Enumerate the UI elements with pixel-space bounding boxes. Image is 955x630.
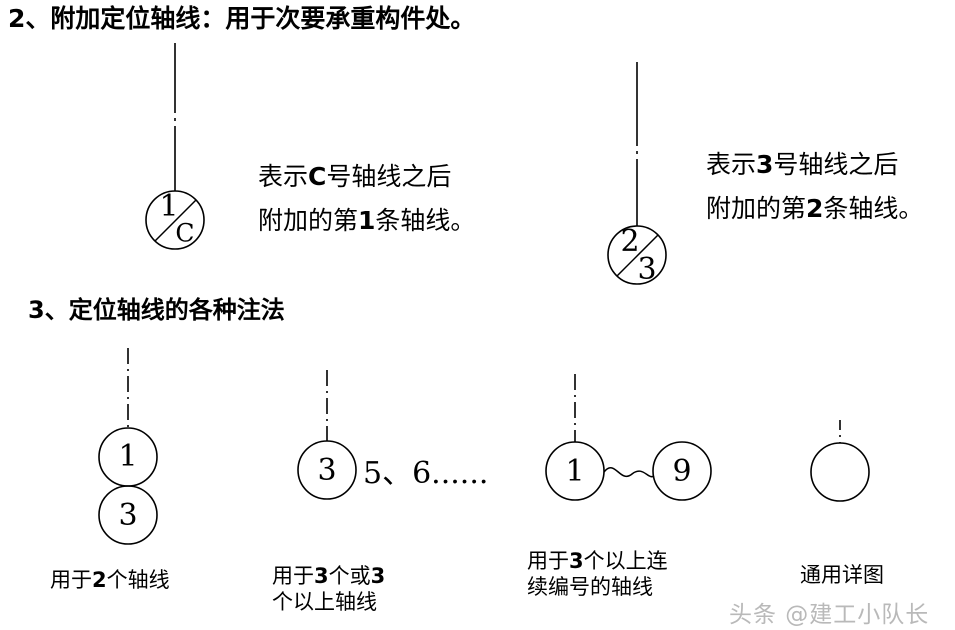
axis-circle-divider <box>616 234 659 277</box>
axis-circle <box>145 190 205 250</box>
note-emphasis: 1 <box>358 206 376 235</box>
axis-range-connector <box>603 467 655 478</box>
caption-text: 用于 <box>527 549 569 573</box>
axis-circle-lower-number: 3 <box>118 498 137 533</box>
note-text: 表示 <box>706 150 757 179</box>
axis-circle-number: 3 <box>317 453 336 488</box>
axis-circle-divider <box>154 199 197 242</box>
axis-circle-upper-number: 1 <box>118 439 137 474</box>
caption-text: 用于 <box>272 564 314 588</box>
axis-circle-end <box>652 441 712 501</box>
note-text: 表示 <box>258 162 309 191</box>
watermark-text: 头条 @建工小队长 <box>729 602 930 628</box>
caption-emphasis-2: 3 <box>370 564 386 588</box>
section-3-heading: 3、定位轴线的各种注法 <box>28 296 285 324</box>
note-text: 附加的第 <box>258 206 359 235</box>
axis-sequence-text: 5、6...... <box>363 456 488 491</box>
axis-circle-bottom-letter: C <box>175 219 194 248</box>
caption-text: 个轴线 <box>106 568 170 592</box>
caption-text: 用于 <box>50 568 92 592</box>
note-line-2: 附加的第1条轴线。 <box>258 199 475 243</box>
axis-circle-blank <box>810 442 870 502</box>
figure-additional-axis-3-2: 2 3 <box>607 62 667 287</box>
figure-consecutive-axis: 1 9 <box>545 374 712 501</box>
axis-circle <box>297 440 357 500</box>
caption-emphasis: 3 <box>569 549 584 573</box>
caption-text: 个或 <box>328 564 371 588</box>
note-text: 条轴线。 <box>375 206 476 235</box>
figure-general-detail <box>810 420 870 502</box>
figure-two-axis: 1 3 <box>98 348 158 545</box>
note-text: 条轴线。 <box>823 194 924 223</box>
axis-circle <box>607 225 667 285</box>
caption-consecutive-axis-figure: 用于3个以上连 续编号的轴线 <box>527 548 668 600</box>
note-line-1: 表示3号轴线之后 <box>706 143 923 187</box>
caption-line-2: 个以上轴线 <box>272 590 377 614</box>
note-emphasis: C <box>308 162 327 191</box>
caption-line-1: 用于3个或3 <box>272 563 385 589</box>
note-emphasis: 3 <box>756 150 774 179</box>
axis-circle-top-number: 2 <box>620 224 639 259</box>
caption-emphasis: 2 <box>92 568 107 592</box>
axis-circle-top-number: 1 <box>159 189 178 224</box>
caption-line-1: 通用详图 <box>800 563 884 587</box>
note-text: 附加的第 <box>706 194 807 223</box>
axis-circle-bottom-number: 3 <box>637 252 656 287</box>
axis-circle-lower <box>98 485 158 545</box>
figure-additional-axis-c1: 1 C <box>145 43 205 250</box>
caption-text: 个以上连 <box>583 549 668 573</box>
section-2-heading: 2、附加定位轴线：用于次要承重构件处。 <box>8 4 476 33</box>
caption-line-2: 续编号的轴线 <box>527 575 653 599</box>
note-line-2: 附加的第2条轴线。 <box>706 187 923 231</box>
caption-emphasis: 3 <box>314 564 329 588</box>
note-line-1: 表示C号轴线之后 <box>258 155 475 199</box>
caption-line-1: 用于3个以上连 <box>527 548 668 574</box>
note-emphasis: 2 <box>806 194 824 223</box>
note-text: 号轴线之后 <box>326 162 452 191</box>
caption-general-detail-figure: 通用详图 <box>800 562 884 588</box>
figure-three-or-more-axis: 3 5、6...... <box>297 370 488 500</box>
axis-circle-end-number: 9 <box>672 454 691 489</box>
axis-circle-start-number: 1 <box>565 454 584 489</box>
caption-line-1: 用于2个轴线 <box>50 567 170 593</box>
caption-two-axis-figure: 用于2个轴线 <box>50 567 170 593</box>
caption-three-or-more-axis-figure: 用于3个或3 个以上轴线 <box>272 563 385 615</box>
note-additional-axis-3-2: 表示3号轴线之后 附加的第2条轴线。 <box>706 143 923 231</box>
note-additional-axis-c1: 表示C号轴线之后 附加的第1条轴线。 <box>258 155 475 243</box>
note-text: 号轴线之后 <box>773 150 899 179</box>
